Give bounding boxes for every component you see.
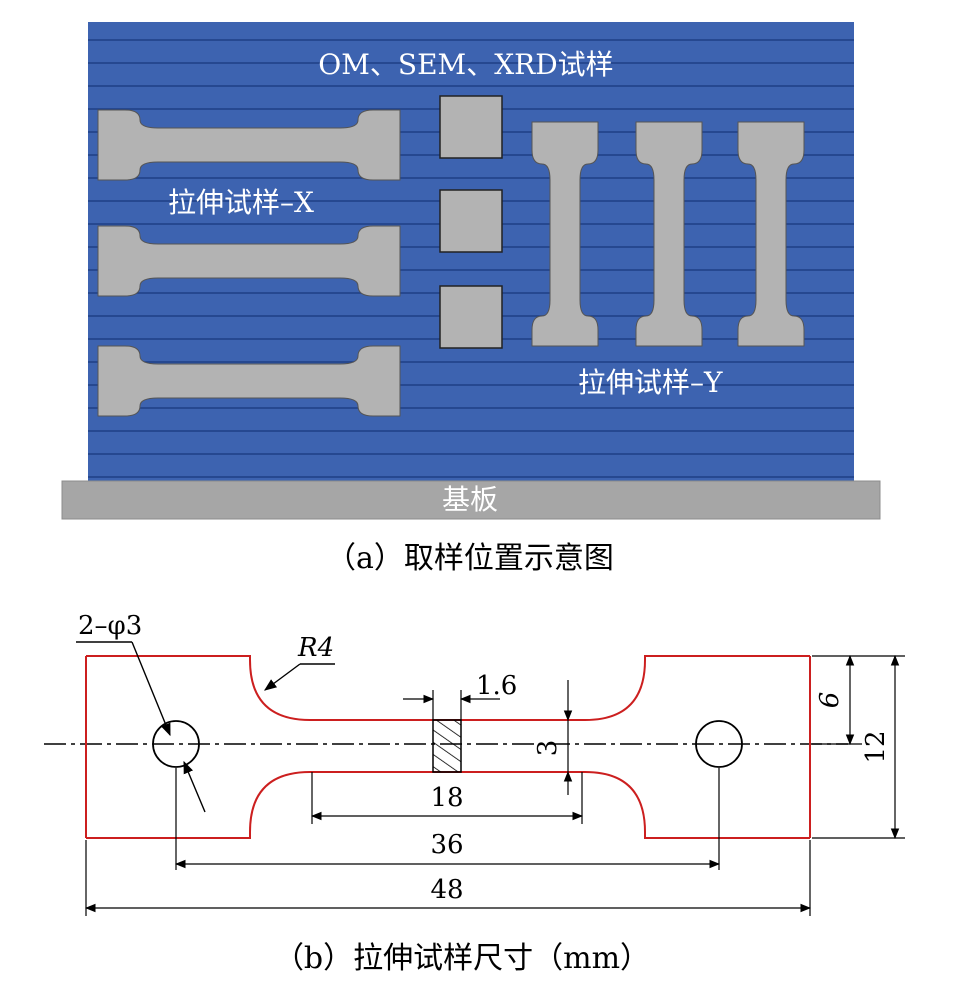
tensile-specimen-x-3: [97, 345, 401, 417]
dim-3-label: 3: [533, 740, 563, 757]
panel-a: OM、SEM、XRD试样 拉伸试样–X 拉伸试样–Y 基板: [61, 22, 881, 520]
micro-sample-2: [439, 189, 503, 253]
dim-36-label: 36: [430, 830, 463, 860]
dim-18-label: 18: [430, 783, 463, 813]
micro-samples-label: OM、SEM、XRD试样: [318, 48, 613, 81]
radius-label: R4: [297, 633, 334, 663]
hole-leader-tail: [183, 760, 206, 813]
hole-right: [695, 720, 743, 768]
substrate-plate: [61, 480, 881, 520]
panel-b: 1.6 3 R4 2–φ3 18 36 48 6: [44, 611, 905, 916]
substrate-label: 基板: [442, 483, 498, 516]
tensile-specimen-y-2: [635, 121, 703, 347]
hole-label: 2–φ3: [78, 611, 142, 641]
micro-sample-3: [439, 285, 503, 349]
dim-12-label: 12: [861, 730, 891, 763]
tensile-specimen-x-1: [97, 109, 401, 181]
tensile-specimen-y-3: [737, 121, 805, 347]
hole-left: [152, 720, 200, 768]
dim-6-label: 6: [815, 692, 845, 709]
caption-a: （a）取样位置示意图: [326, 541, 614, 576]
cross-section-hatch: [432, 719, 462, 773]
radius-leader: [263, 663, 301, 691]
dim-1-6-label: 1.6: [476, 671, 517, 701]
specimen-outline-top: [86, 655, 810, 721]
micro-sample-1: [439, 95, 503, 159]
tensile-x-label: 拉伸试样–X: [168, 186, 314, 219]
tensile-y-label: 拉伸试样–Y: [578, 366, 723, 399]
hole-leader: [131, 641, 171, 737]
tensile-specimen-x-2: [97, 225, 401, 297]
caption-b: （b）拉伸试样尺寸（mm）: [274, 941, 650, 976]
dim-48-label: 48: [430, 875, 463, 905]
tensile-specimen-y-1: [531, 121, 599, 347]
